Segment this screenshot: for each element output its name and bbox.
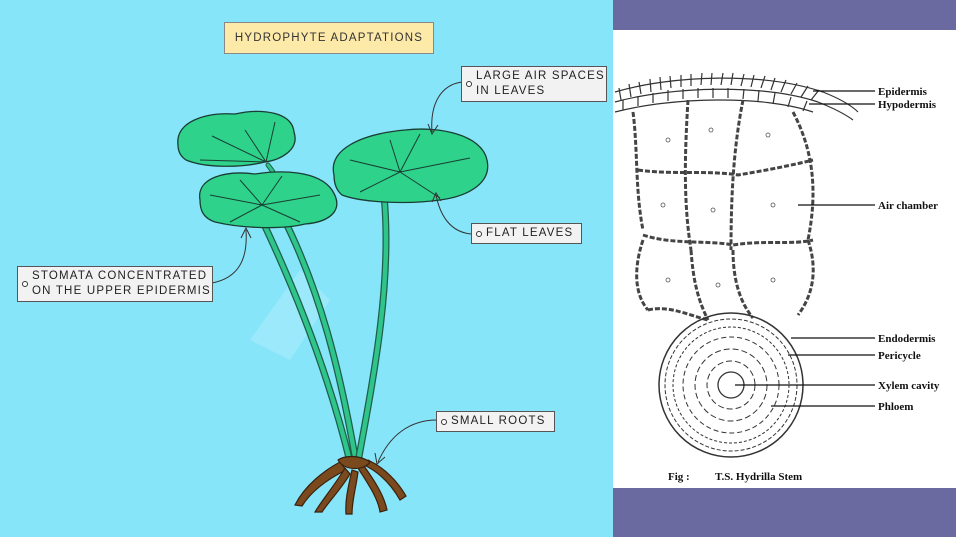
label-air-chamber: Air chamber [878,200,938,212]
epidermis-layer [614,72,859,121]
callout-flat-leaves: FLAT LEAVES [471,223,583,244]
label-phloem: Phloem [878,401,913,413]
callout-small-roots: SMALL ROOTS [436,411,555,432]
leaf-middle-left [199,171,338,229]
air-chamber-cells [660,127,776,288]
callout-arrows [211,81,472,465]
callout-flat-leaves-text: FLAT LEAVES [486,227,574,239]
top-band [613,0,956,30]
label-endodermis: Endodermis [878,333,936,345]
plant-roots [294,455,407,515]
caption-prefix: Fig : [668,471,690,483]
callout-air-spaces-line1: LARGE AIR SPACES [476,70,605,82]
label-epidermis: Epidermis [878,86,928,98]
diagram-title: HYDROPHYTE ADAPTATIONS [224,22,434,54]
label-leaders [735,90,875,407]
plant-illustration [177,81,489,515]
label-hypodermis: Hypodermis [878,99,937,111]
air-chamber-network [631,99,815,322]
hydrilla-stem-section: Epidermis Hypodermis Air chamber Endoder… [614,72,940,483]
callout-air-spaces-line2: IN LEAVES [476,85,546,97]
hydrophyte-panel: HYDROPHYTE ADAPTATIONS LARGE AIR SPACES … [0,0,613,537]
callout-stomata-line2: ON THE UPPER EPIDERMIS [32,285,211,297]
leaf-top-left [177,110,296,167]
watermark-shape [250,270,330,360]
callout-stomata-line1: STOMATA CONCENTRATED [32,270,208,282]
leaf-right [332,128,489,204]
bottom-band [613,488,956,537]
caption-text: T.S. Hydrilla Stem [715,471,802,483]
callout-small-roots-text: SMALL ROOTS [451,415,546,427]
hydrilla-panel: Epidermis Hypodermis Air chamber Endoder… [613,0,956,537]
label-xylem-cavity: Xylem cavity [878,380,940,392]
callout-air-spaces: LARGE AIR SPACES IN LEAVES [461,66,607,102]
callout-stomata: STOMATA CONCENTRATED ON THE UPPER EPIDER… [17,266,213,302]
label-pericycle: Pericycle [878,350,921,362]
plant-stems [258,162,390,466]
